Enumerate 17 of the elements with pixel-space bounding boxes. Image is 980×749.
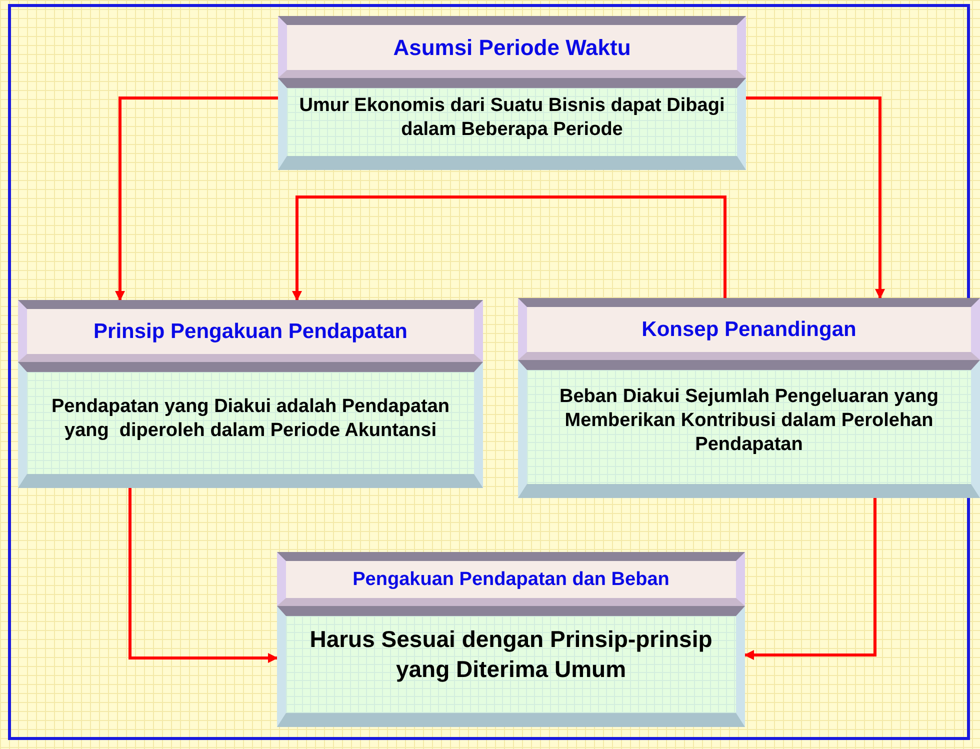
arrow	[292, 196, 726, 301]
box-body: Pendapatan yang Diakui adalah Pendapatan yang diperoleh dalam Periode Akuntansi	[18, 362, 483, 488]
concept-box	[18, 300, 483, 488]
box-heading: Konsep Penandingan	[518, 298, 980, 360]
concept-box	[278, 16, 746, 170]
box-heading: Asumsi Periode Waktu	[278, 16, 746, 78]
concept-box	[277, 552, 745, 727]
arrow	[746, 96, 885, 299]
arrow	[128, 488, 278, 663]
concept-box	[518, 298, 980, 498]
arrow	[115, 96, 278, 301]
arrow	[744, 498, 876, 660]
box-heading: Pengakuan Pendapatan dan Beban	[277, 552, 745, 606]
box-body: Harus Sesuai dengan Prinsip-prinsip yang Diterima Umum	[277, 606, 745, 727]
box-body: Umur Ekonomis dari Suatu Bisnis dapat Dibagi dalam Beberapa Periode	[278, 78, 746, 170]
box-body: Beban Diakui Sejumlah Pengeluaran yang Memberikan Kontribusi dalam Perolehan Pendapatan	[518, 360, 980, 498]
box-heading: Prinsip Pengakuan Pendapatan	[18, 300, 483, 362]
